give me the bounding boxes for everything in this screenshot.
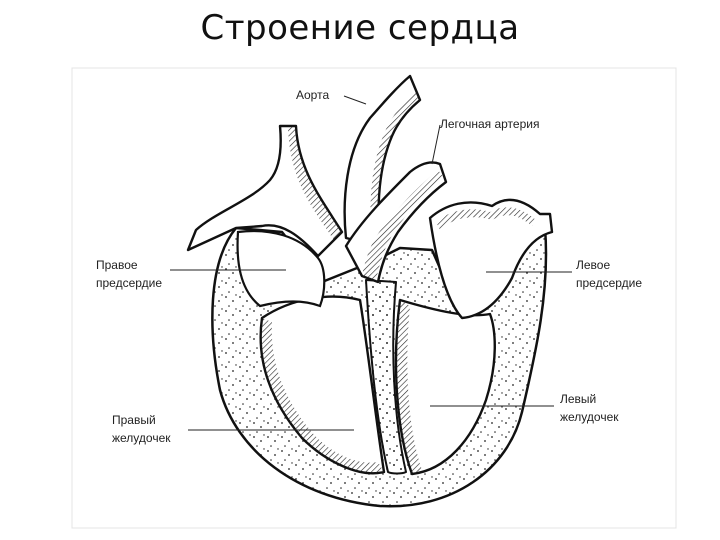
label-right-atrium-line2: предсердие	[96, 276, 162, 290]
superior-vena-cava	[186, 124, 344, 258]
label-right-ventricle-line2: желудочек	[112, 431, 171, 445]
label-right-ventricle-line1: Правый	[112, 413, 156, 427]
slide-title: Строение сердца	[200, 8, 520, 48]
label-left-ventricle-line2: желудочек	[560, 410, 619, 424]
interventricular-septum	[365, 279, 407, 475]
left-atrium	[428, 198, 554, 320]
label-left-ventricle-line1: Левый	[560, 392, 596, 406]
pulmonary-artery-hatching	[362, 170, 444, 280]
left-ventricle-hatching	[396, 300, 422, 474]
left-atrium-hatching	[436, 207, 536, 230]
label-pulmonary-artery: Легочная артерия	[440, 117, 539, 131]
right-atrium-cavity	[236, 229, 326, 308]
pulmonary-artery-leader	[431, 124, 441, 165]
label-aorta: Аорта	[296, 88, 329, 102]
right-ventricle-hatching	[260, 318, 384, 474]
label-left-atrium-line1: Левое	[576, 258, 610, 272]
aorta-leader	[343, 95, 367, 105]
figure-frame	[71, 67, 677, 529]
label-right-atrium-line1: Правое	[96, 258, 138, 272]
vena-cava-hatching	[288, 126, 342, 240]
label-left-atrium-line2: предсердие	[576, 276, 642, 290]
